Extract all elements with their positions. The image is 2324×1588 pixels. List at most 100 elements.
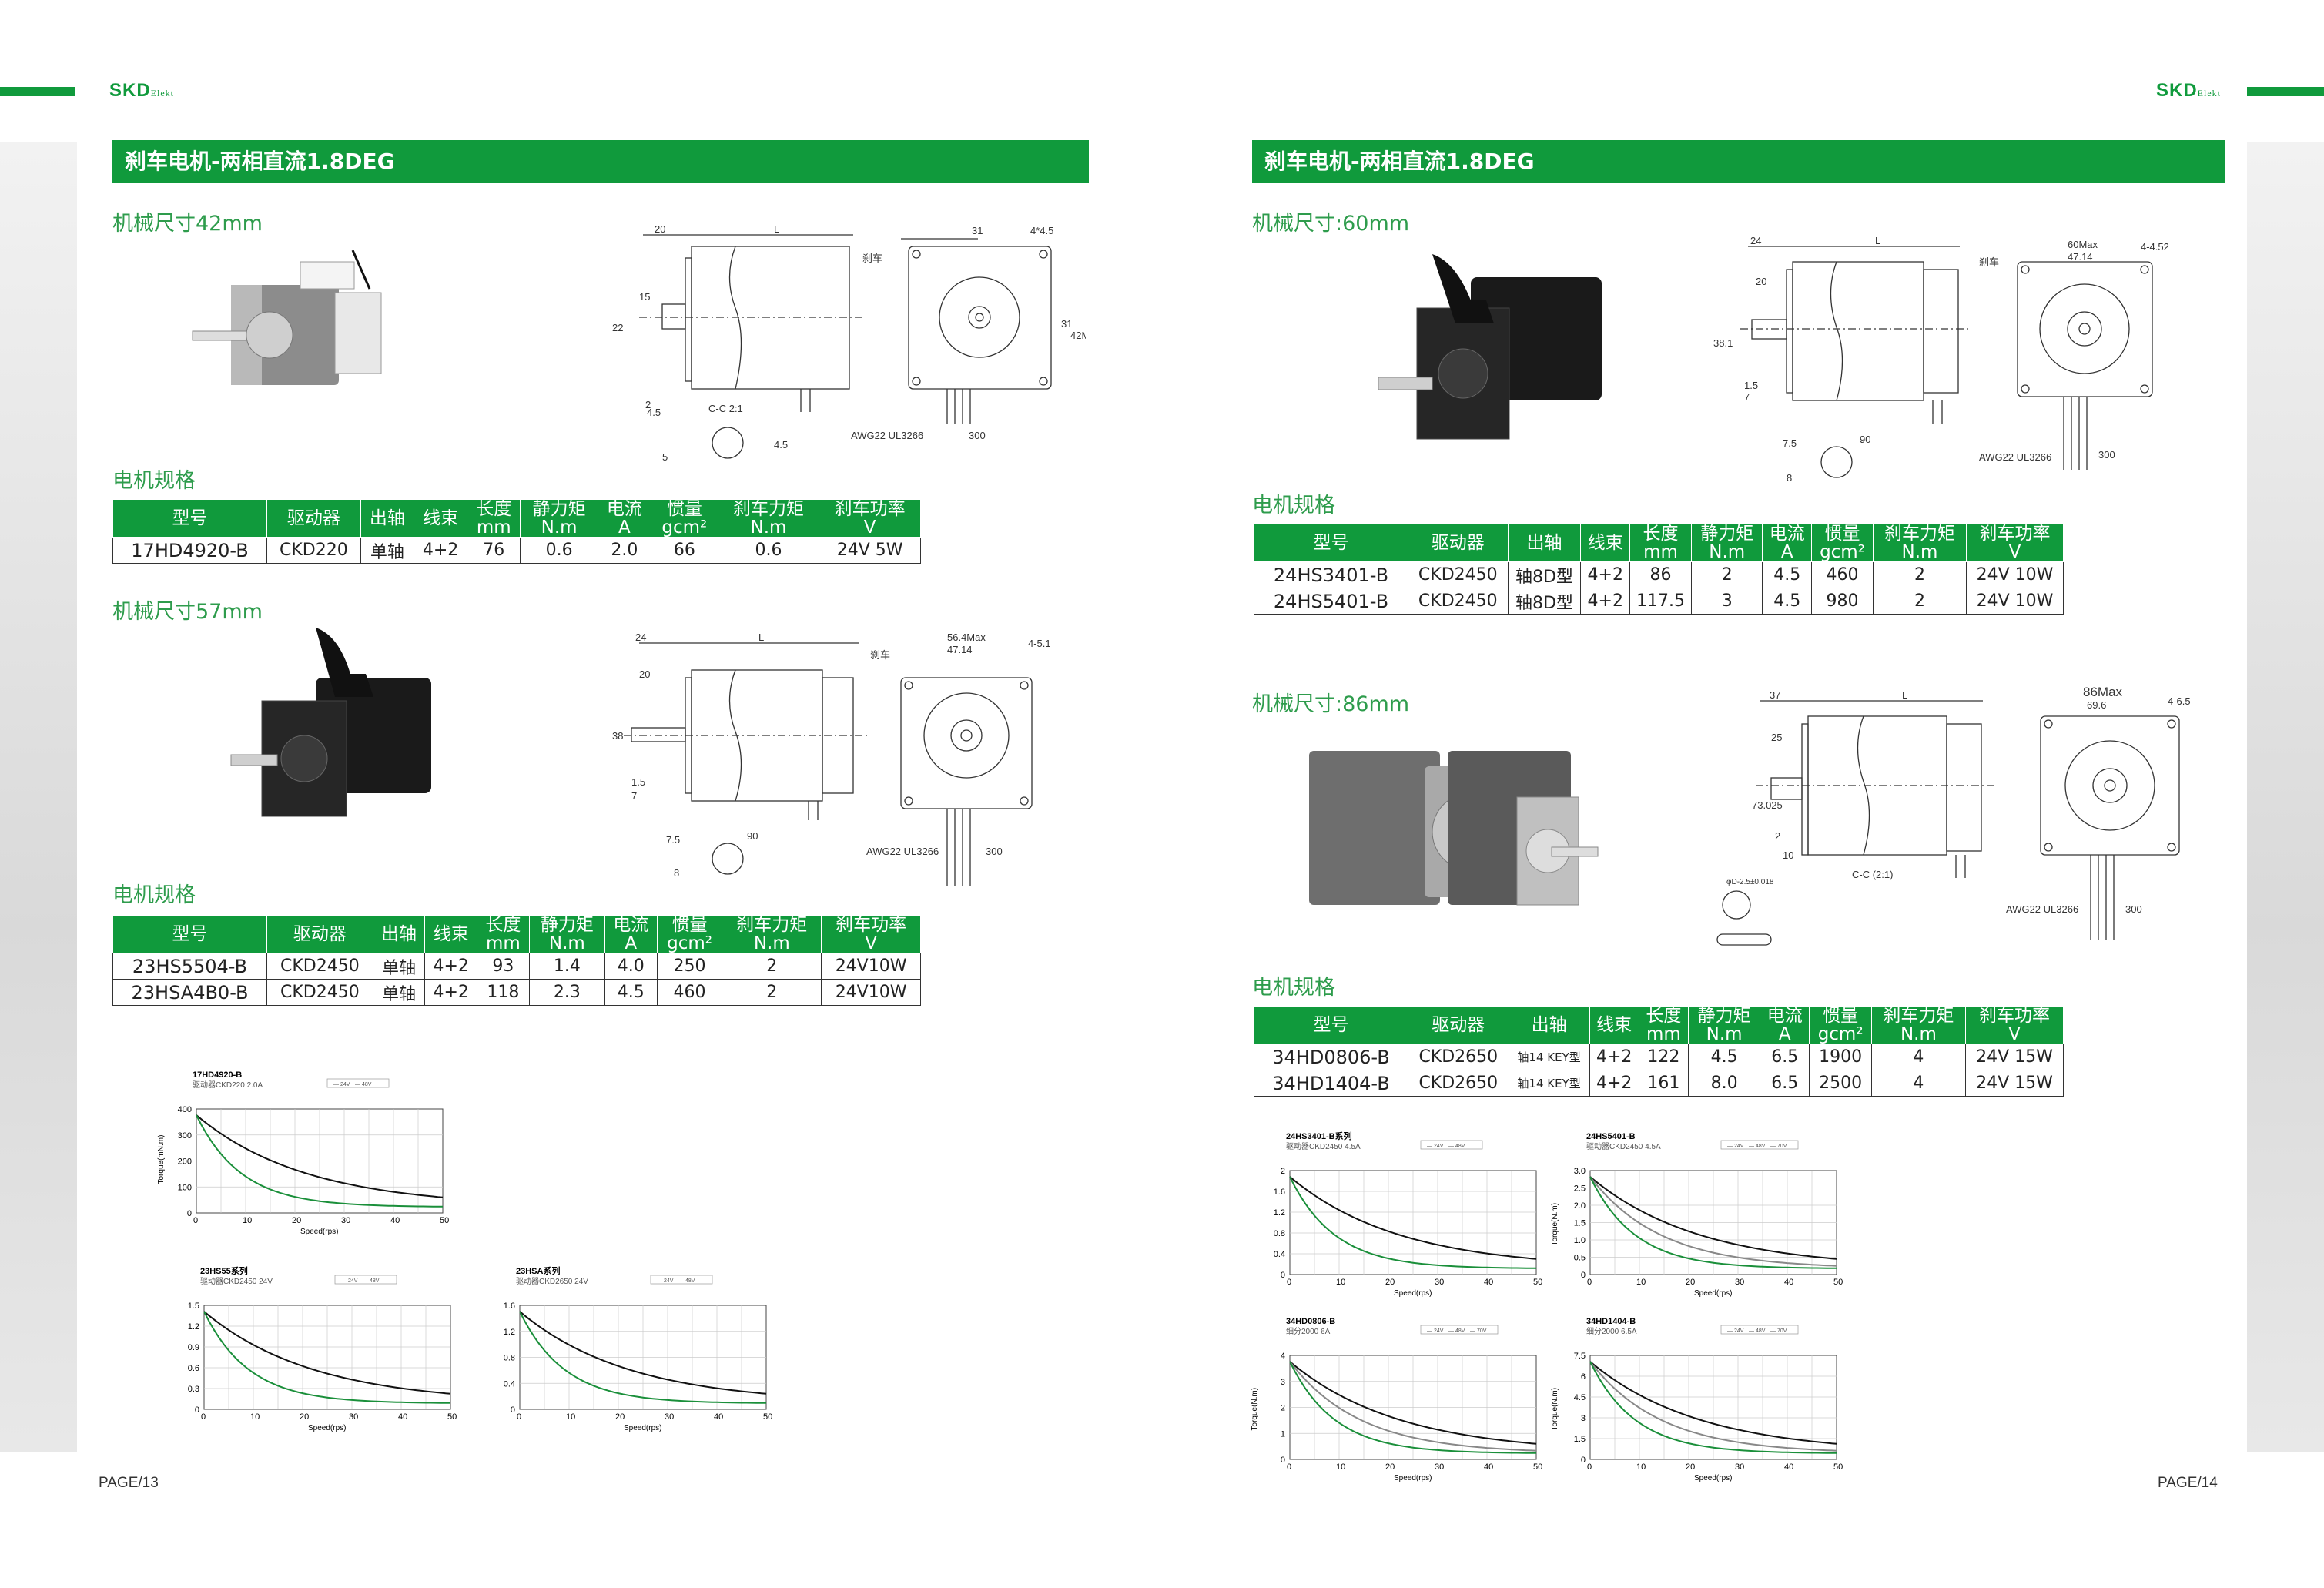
curve-title: 24HS3401-B系列 [1286,1131,1352,1141]
spec-cell: CKD2450 [266,953,373,980]
svg-text:25: 25 [1771,732,1782,743]
y-tick: 400 [178,1105,192,1114]
spec-cell: 4+2 [1580,561,1631,589]
svg-text:AWG22 UL3266: AWG22 UL3266 [1979,451,2051,463]
svg-text:刹车: 刹车 [870,649,890,661]
x-tick: 20 [615,1412,625,1422]
svg-text:56.4Max: 56.4Max [947,632,986,643]
x-tick: 50 [447,1412,457,1422]
svg-text:4-6.5: 4-6.5 [2168,695,2191,707]
svg-text:20: 20 [1756,276,1766,287]
model-cell: 24HS3401-B [1254,561,1408,589]
x-tick: 50 [1833,1462,1843,1472]
y-tick: 0.5 [1574,1254,1586,1263]
curve-subtitle: 细分2000 6.5A [1586,1326,1637,1336]
svg-text:5: 5 [662,451,668,463]
spec-title-60: 电机规格 [1252,494,1335,518]
svg-text:20: 20 [639,668,650,680]
svg-text:4*4.5: 4*4.5 [1030,225,1053,236]
torque-line [1289,1176,1536,1269]
y-tick: 0.9 [188,1343,199,1352]
x-label: Speed(rps) [1694,1474,1732,1482]
y-tick: 3 [1281,1378,1285,1387]
x-tick: 30 [1735,1278,1744,1287]
torque-line [1589,1361,1837,1445]
y-tick: 2 [1281,1167,1285,1176]
svg-text:— 48V: — 48V [1448,1328,1465,1334]
x-tick: 10 [1336,1278,1345,1287]
curve-legend: — 24V— 48V— 70V [1720,1325,1799,1335]
x-tick: 10 [1636,1278,1646,1287]
spec-cell: 4+2 [424,979,478,1007]
y-tick: 1.5 [1574,1435,1586,1444]
x-tick: 0 [193,1216,198,1225]
model-cell: 34HD1404-B [1254,1070,1408,1097]
x-tick: 50 [1533,1462,1542,1472]
x-tick: 10 [566,1412,575,1422]
spec-cell: 2 [1872,588,1967,615]
spec-cell: 93 [477,953,530,980]
spec-cell: 24V 10W [1966,561,2064,589]
svg-text:90: 90 [747,830,758,842]
th-driver: 驱动器 [1408,1005,1509,1045]
y-tick: 0 [1581,1271,1586,1280]
spec-title-42: 电机规格 [112,469,196,493]
x-tick: 40 [1484,1462,1493,1472]
svg-text:C-C (2:1): C-C (2:1) [1852,869,1893,880]
torque-line [196,1114,444,1198]
svg-text:7: 7 [1744,391,1750,403]
spec-cell: 4+2 [1580,588,1631,615]
drawing-57: 24 L 20 56.4Max 47.14 4-5.1 刹车 38 1.5 7 … [612,632,1051,886]
y-tick: 1.2 [1274,1208,1285,1218]
curve-legend: — 24V— 48V [650,1275,713,1285]
curve-subtitle: 细分2000 6A [1286,1326,1331,1336]
svg-text:— 70V: — 70V [1770,1328,1787,1334]
svg-text:73.025: 73.025 [1752,799,1783,811]
spec-cell: 980 [1811,588,1874,615]
y-label: Torque(N.m) [1551,1388,1559,1431]
svg-text:刹车: 刹车 [1979,256,1999,268]
spec-cell: 单轴 [372,979,426,1007]
svg-text:7: 7 [631,790,637,802]
x-tick: 30 [349,1412,358,1422]
x-tick: 20 [1385,1462,1395,1472]
svg-text:15: 15 [639,291,650,303]
spec-title-57: 电机规格 [112,883,196,907]
svg-text:38: 38 [612,730,623,742]
th-shaft: 出轴 [372,914,426,954]
x-tick: 20 [1385,1278,1395,1287]
curve-legend: — 24V— 48V [334,1275,397,1285]
brand-logo-right: SKDElekt [2156,80,2221,101]
curve-subtitle: 驱动器CKD2450 4.5A [1286,1142,1361,1151]
spec-cell: 2 [1690,561,1763,589]
curve-subtitle: 驱动器CKD220 2.0A [193,1080,263,1090]
y-tick: 0.4 [504,1379,515,1389]
x-tick: 40 [714,1412,723,1422]
svg-text:L: L [1902,689,1907,701]
curve-legend: — 24V— 48V— 70V [1420,1325,1499,1335]
th-wire: 线束 [413,498,468,538]
motor-photo-42 [192,250,382,385]
spec-cell: 4.5 [604,979,658,1007]
th-model: 型号 [112,498,267,538]
spec-cell: 250 [656,953,723,980]
y-tick: 2.5 [1574,1184,1586,1194]
x-tick: 10 [1636,1462,1646,1472]
x-tick: 50 [1833,1278,1843,1287]
dim-title-86: 机械尺寸:86mm [1252,692,1410,716]
svg-text:刹车: 刹车 [862,253,882,264]
spec-cell: 2500 [1809,1070,1872,1097]
